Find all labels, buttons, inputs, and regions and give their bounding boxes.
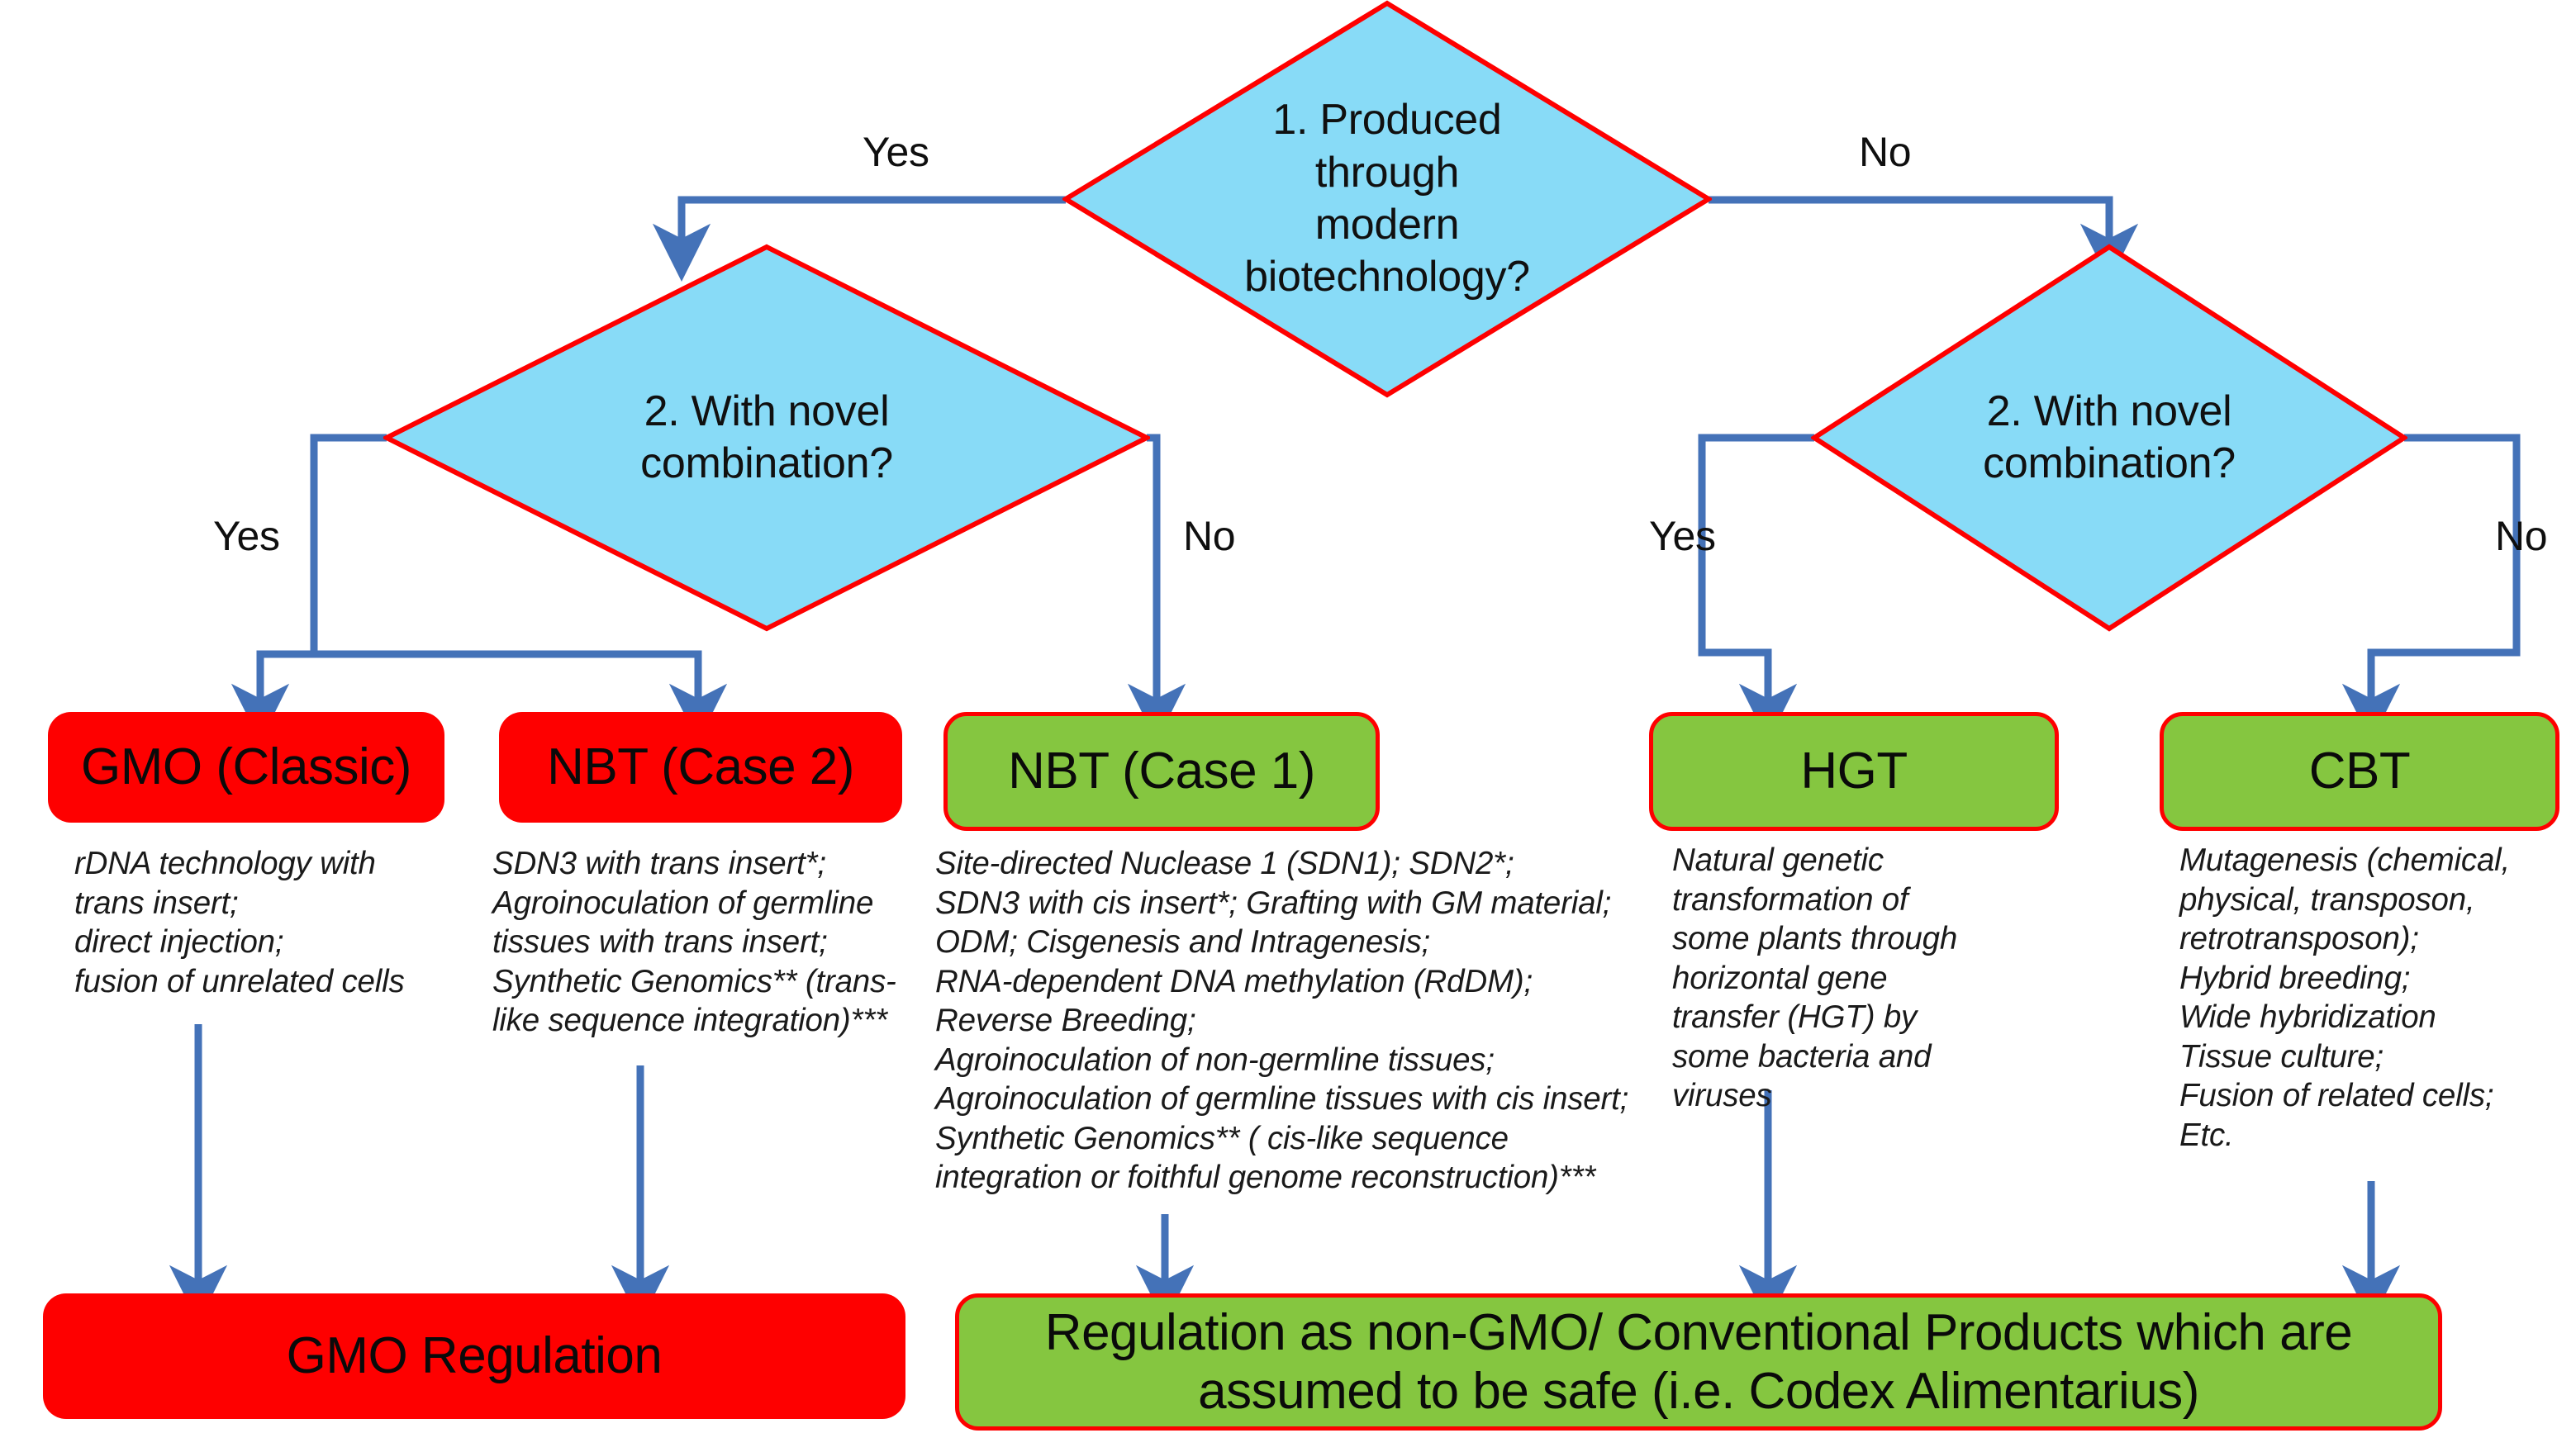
diamond-shape: [1811, 244, 2407, 632]
outcome-label: NBT (Case 2): [547, 738, 854, 796]
outcome-cbt[interactable]: CBT: [2160, 712, 2559, 831]
outcome-details-gmo-classic: rDNA technology with trans insert; direc…: [74, 846, 405, 999]
outcome-details-cbt: Mutagenesis (chemical, physical, transpo…: [2179, 842, 2511, 1153]
edge-label-q1-yes: Yes: [863, 129, 929, 175]
decision-produced-through-modern-biotechnology[interactable]: 1. Produced through modern biotechnology…: [1062, 0, 1712, 398]
diamond-shape: [383, 244, 1150, 632]
edge-label-q2left-yes: Yes: [213, 513, 280, 559]
regulation-gmo[interactable]: GMO Regulation: [43, 1293, 905, 1419]
outcome-hgt[interactable]: HGT: [1649, 712, 2059, 831]
diamond-shape: [1062, 0, 1712, 398]
edge-label-q2left-no: No: [1183, 513, 1236, 559]
outcome-label: CBT: [2308, 743, 2411, 800]
outcome-label: NBT (Case 1): [1008, 743, 1315, 800]
outcome-label: GMO (Classic): [81, 738, 411, 796]
decision-q1-label: 1. Produced through modern biotechnology…: [1244, 96, 1530, 301]
outcome-gmo-classic[interactable]: GMO (Classic): [48, 712, 444, 823]
outcome-details-nbt-case-2: SDN3 with trans insert*; Agroinoculation…: [492, 846, 896, 1039]
decision-left-with-novel-combination[interactable]: 2. With novel combination?: [383, 244, 1150, 632]
regulation-label: Regulation as non-GMO/ Conventional Prod…: [1044, 1303, 2353, 1420]
outcome-details-nbt-case-1: Site-directed Nuclease 1 (SDN1); SDN2*; …: [935, 846, 1629, 1196]
decision-q2-left-label: 2. With novel combination?: [640, 387, 893, 487]
edge-label-q1-no: No: [1859, 129, 1912, 175]
edge-q2l-yes-gmo: [231, 434, 387, 743]
edge-label-q2right-yes: Yes: [1649, 513, 1716, 559]
decision-right-with-novel-combination[interactable]: 2. With novel combination?: [1811, 244, 2407, 632]
outcome-details-hgt: Natural genetic transformation of some p…: [1672, 842, 1958, 1114]
edge-q2l-yes-nbt2: [314, 650, 728, 743]
decision-q2-right-label: 2. With novel combination?: [1983, 387, 2236, 487]
edge-label-q2right-no: No: [2495, 513, 2548, 559]
outcome-label: HGT: [1800, 743, 1908, 800]
regulation-label: GMO Regulation: [286, 1327, 663, 1385]
outcome-nbt-case-2[interactable]: NBT (Case 2): [499, 712, 902, 823]
edge-q2r-yes-hgt: [1698, 434, 1814, 743]
outcome-nbt-case-1[interactable]: NBT (Case 1): [943, 712, 1380, 831]
regulation-non-gmo[interactable]: Regulation as non-GMO/ Conventional Prod…: [955, 1293, 2442, 1431]
